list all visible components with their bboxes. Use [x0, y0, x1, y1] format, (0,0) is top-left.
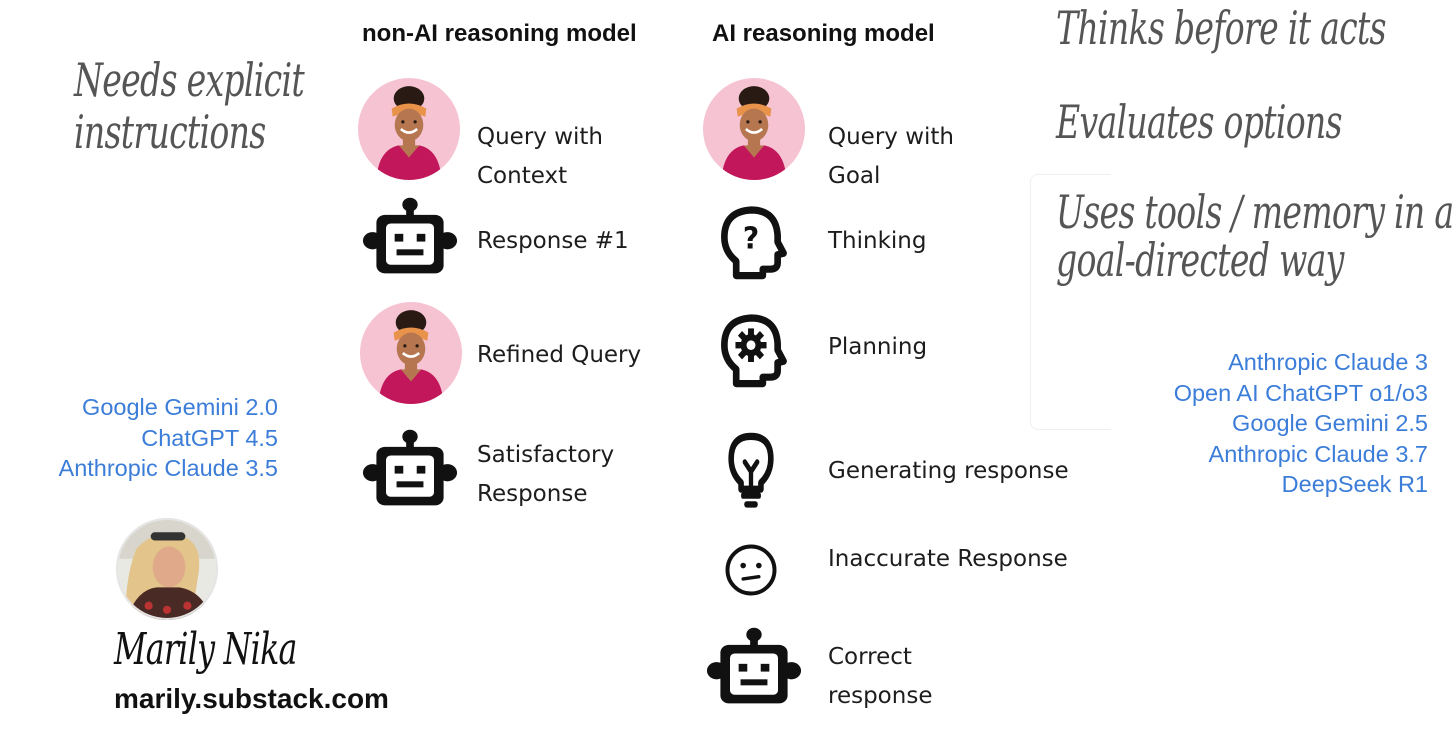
- model-item: Google Gemini 2.5: [1232, 410, 1428, 436]
- author-photo: [116, 518, 218, 620]
- model-item: Anthropic Claude 3.5: [58, 455, 278, 481]
- right-note-tools-line1: Uses tools / memory in a: [1056, 185, 1454, 239]
- step-label: Query with: [828, 124, 955, 150]
- ai-step-generating: Generating response: [828, 452, 1069, 491]
- right-note-tools: Uses tools / memory in a goal-directed w…: [1056, 185, 1454, 287]
- lightbulb-icon: [720, 430, 782, 510]
- step-label: Response #1: [477, 228, 629, 254]
- robot-icon: [706, 626, 802, 712]
- ai-step-correct: Correct response: [828, 638, 932, 716]
- person-avatar: [358, 78, 460, 180]
- non-ai-models-list: Google Gemini 2.0 ChatGPT 4.5 Anthropic …: [59, 392, 278, 484]
- ai-step-query: Query with Goal: [828, 118, 954, 196]
- model-item: Open AI ChatGPT o1/o3: [1173, 379, 1428, 406]
- head-gear-icon: [714, 310, 788, 390]
- step-label: Thinking: [828, 228, 927, 254]
- step-label: Response: [477, 481, 588, 507]
- author-site: marily.substack.com: [114, 683, 389, 714]
- non-ai-step-query: Query with Context: [477, 118, 603, 196]
- step-label: Correct: [828, 644, 912, 670]
- ai-header: AI reasoning model: [712, 20, 935, 47]
- step-label: Generating response: [828, 458, 1069, 484]
- non-ai-step-satisfactory: Satisfactory Response: [477, 436, 614, 514]
- model-item: ChatGPT 4.5: [141, 424, 278, 451]
- head-question-icon: [714, 202, 788, 282]
- step-label: Planning: [828, 334, 928, 360]
- ai-step-planning: Planning: [828, 328, 927, 367]
- note-card-border: [1030, 174, 1111, 430]
- model-item: Google Gemini 2.0: [82, 394, 278, 420]
- non-ai-step-response1: Response #1: [477, 222, 629, 261]
- right-note-thinks: Thinks before it acts: [1056, 1, 1387, 55]
- left-note-line1: Needs explicit: [74, 53, 305, 107]
- step-label: Query with: [477, 124, 604, 150]
- neutral-face-icon: [723, 542, 779, 598]
- step-label: Goal: [828, 163, 881, 189]
- robot-icon: [362, 196, 458, 282]
- person-avatar: [703, 78, 805, 180]
- right-note-evaluates: Evaluates options: [1056, 95, 1343, 149]
- non-ai-step-refined: Refined Query: [477, 336, 641, 375]
- model-item: Anthropic Claude 3.7: [1208, 440, 1428, 467]
- model-item: DeepSeek R1: [1281, 471, 1428, 497]
- author-name: Marily Nika: [114, 624, 297, 675]
- left-note: Needs explicit instructions: [74, 53, 305, 159]
- step-label: Refined Query: [477, 342, 642, 368]
- ai-models-list: Anthropic Claude 3 Open AI ChatGPT o1/o3…: [1174, 347, 1428, 500]
- ai-step-thinking: Thinking: [828, 222, 926, 261]
- person-avatar: [360, 302, 462, 404]
- step-label: Context: [477, 163, 568, 189]
- ai-step-inaccurate: Inaccurate Response: [828, 540, 1068, 579]
- left-note-line2: instructions: [74, 105, 266, 159]
- model-item: Anthropic Claude 3: [1228, 349, 1428, 375]
- right-note-tools-line2: goal-directed way: [1056, 233, 1344, 287]
- non-ai-header: non-AI reasoning model: [362, 20, 637, 47]
- step-label: response: [828, 683, 933, 709]
- step-label: Inaccurate Response: [828, 546, 1068, 572]
- step-label: Satisfactory: [477, 442, 615, 468]
- robot-icon: [362, 428, 458, 514]
